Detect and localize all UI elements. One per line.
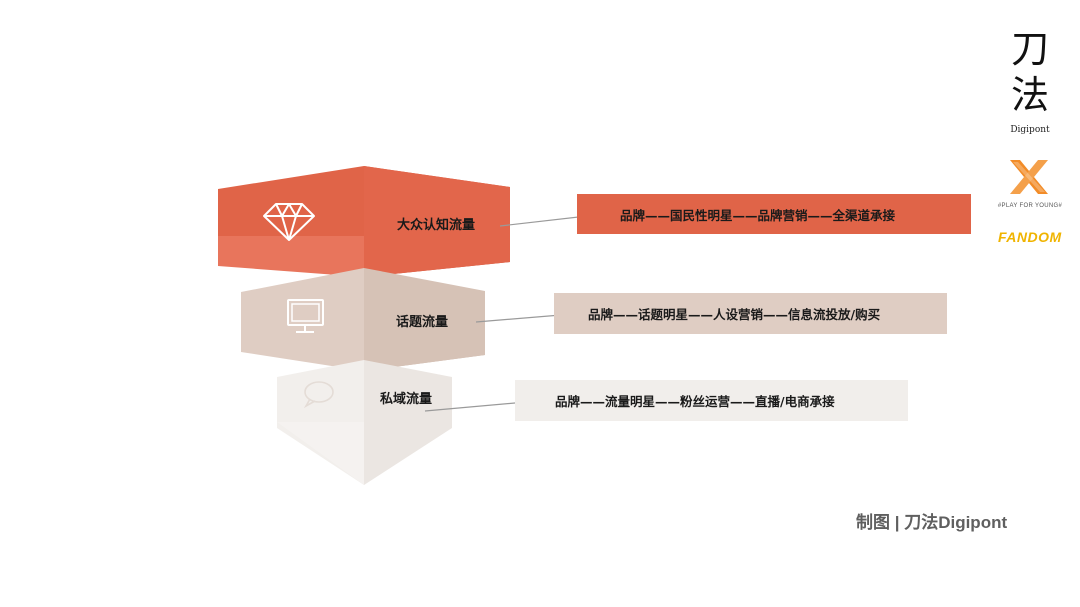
tier-1-description-box: 品牌——国民性明星——品牌营销——全渠道承接	[577, 194, 971, 234]
diamond-icon	[263, 203, 315, 241]
brand-logo-sub: Digipont	[1010, 125, 1050, 135]
play-for-young-logo	[1010, 160, 1048, 194]
tier-2-description: 品牌——话题明星——人设营销——信息流投放/购买	[588, 307, 881, 322]
funnel-tier-1	[218, 166, 510, 277]
tier-3-description: 品牌——流量明星——粉丝运营——直播/电商承接	[555, 394, 835, 409]
tier-3-description-box: 品牌——流量明星——粉丝运营——直播/电商承接	[515, 380, 908, 421]
tier-2-description-box: 品牌——话题明星——人设营销——信息流投放/购买	[554, 293, 947, 334]
play-for-young-text: #PLAY FOR YOUNG#	[997, 203, 1063, 209]
monitor-icon	[287, 299, 324, 333]
tier-2-label: 话题流量	[396, 315, 449, 330]
tier-1-description: 品牌——国民性明星——品牌营销——全渠道承接	[620, 207, 896, 223]
chart-credit: 制图 | 刀法Digipont	[856, 513, 1008, 532]
speech-bubble-icon	[303, 381, 334, 409]
tier-3-label: 私域流量	[380, 392, 433, 407]
funnel-tier-2	[241, 268, 485, 371]
funnel-tier-3	[277, 360, 452, 485]
tier-1-label: 大众认知流量	[397, 218, 476, 233]
brand-logo-name: 刀法	[1010, 27, 1049, 117]
fandom-logo: FANDOM	[998, 229, 1062, 245]
